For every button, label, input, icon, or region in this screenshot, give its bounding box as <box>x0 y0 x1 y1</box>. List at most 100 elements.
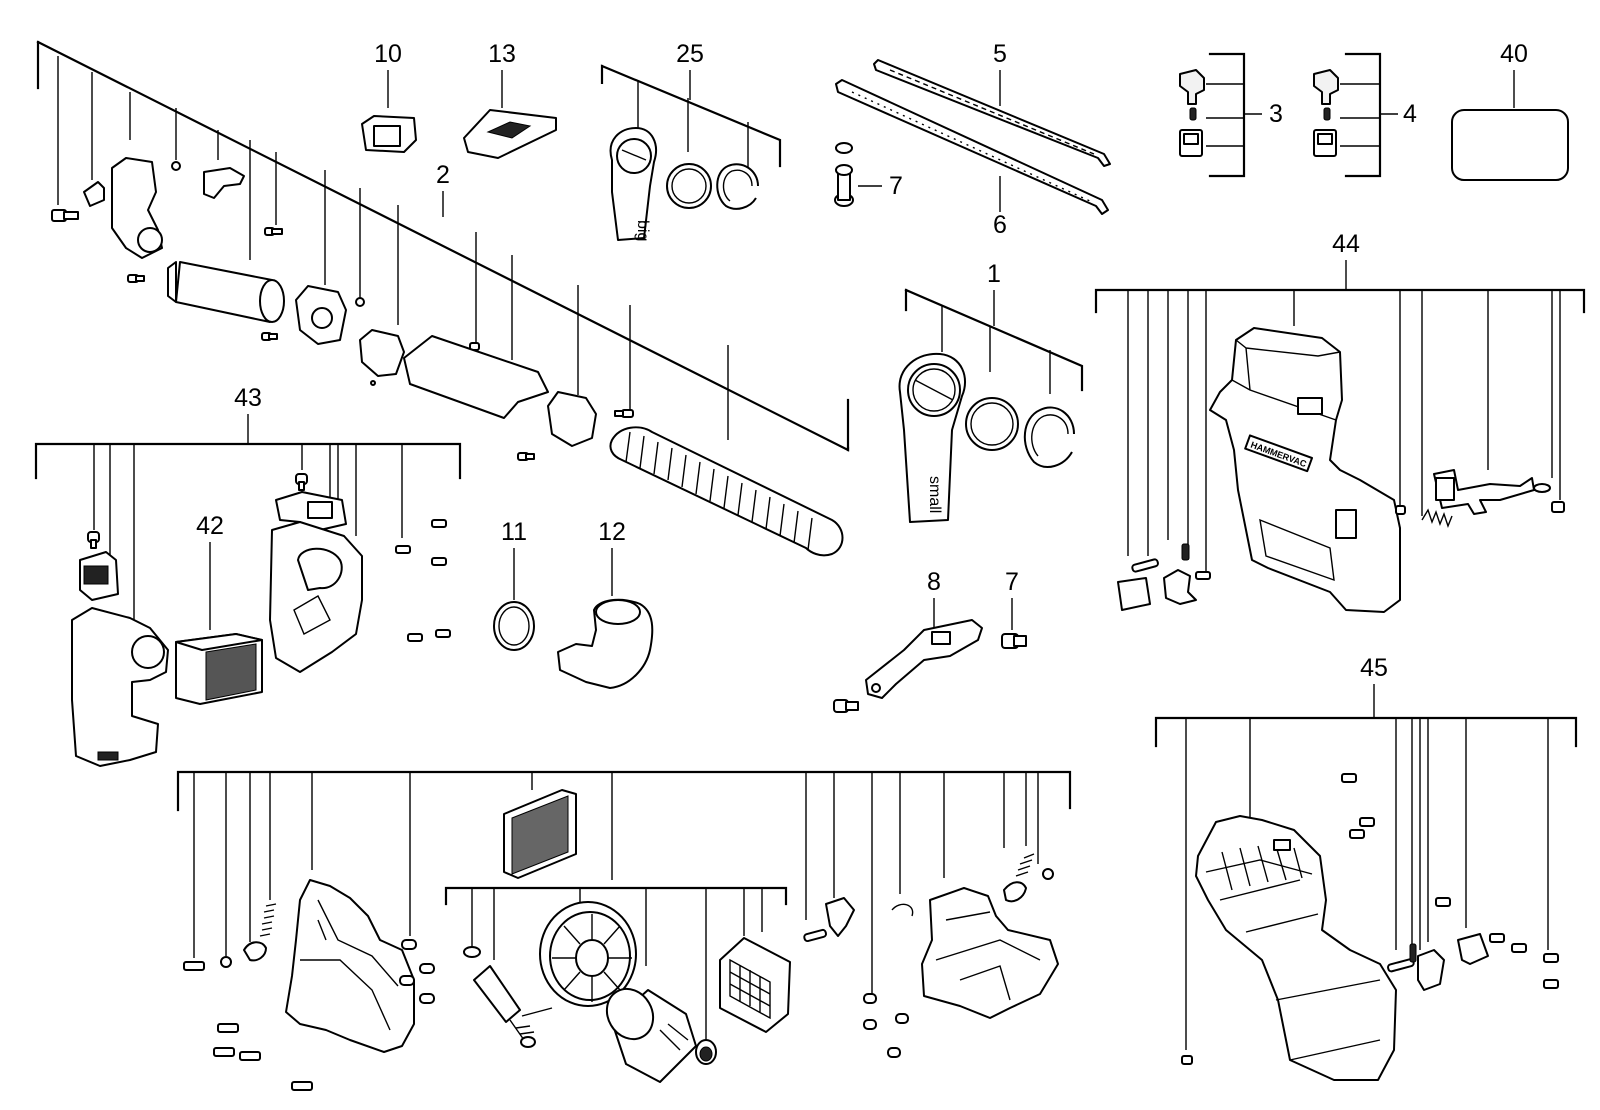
screw-icon <box>1511 943 1527 953</box>
screw-icon <box>1181 1055 1193 1065</box>
pin-part <box>895 1013 909 1024</box>
group-1-small-adapter: 1 small <box>898 260 1084 523</box>
screw-icon <box>1551 501 1565 513</box>
motor-part <box>605 987 697 1083</box>
pin-part <box>1131 558 1159 573</box>
latch-part <box>83 181 105 207</box>
screw-icon <box>183 961 205 971</box>
label-6: 6 <box>993 211 1007 239</box>
label-13: 13 <box>488 40 516 68</box>
screw-icon <box>614 409 634 418</box>
corrugated-hose-part <box>609 426 844 557</box>
group-4-latch-kit: 4 <box>1313 52 1417 178</box>
brand-plate-part-13 <box>463 109 557 159</box>
screw-icon <box>1435 897 1451 907</box>
screw-icon <box>239 1051 261 1061</box>
cylinder-tube-part <box>167 261 285 323</box>
screw-icon <box>1543 979 1559 989</box>
seal-ring-part-11 <box>493 601 535 651</box>
group-3-latch-kit: 3 <box>1179 52 1283 178</box>
group-25-big-adapter: 25 big <box>600 40 782 241</box>
hose-clamp-part <box>547 391 597 447</box>
screw-icon <box>291 1081 313 1091</box>
screw-icon <box>264 227 283 236</box>
small-clip-part <box>359 329 405 377</box>
group-44-dust-housing: 44 HAMMERVAC <box>1094 230 1586 613</box>
screw-icon <box>1395 505 1406 515</box>
label-5: 5 <box>993 40 1007 68</box>
clip-part <box>203 167 245 199</box>
label-25: 25 <box>676 40 704 68</box>
screw-icon <box>1195 571 1211 580</box>
strap-part-6 <box>835 79 1109 215</box>
label-small: small <box>926 476 943 513</box>
group-motor-assembly <box>176 770 1072 1091</box>
screw-icon <box>1489 933 1505 943</box>
pin-part <box>419 963 435 974</box>
pin-part <box>401 939 417 950</box>
pin-part <box>863 1019 877 1030</box>
label-11: 11 <box>501 518 527 546</box>
screw-icon <box>1543 953 1559 963</box>
pin-part <box>863 993 877 1004</box>
screw-icon <box>1349 829 1365 839</box>
label-44: 44 <box>1332 230 1360 258</box>
strap-part-5 <box>873 59 1111 167</box>
label-7-mid: 7 <box>1005 568 1019 596</box>
motor-housing-left-part <box>285 879 415 1053</box>
channel-part <box>403 335 549 419</box>
group-45-housing: 45 <box>1154 654 1578 1081</box>
screw-icon <box>295 473 308 491</box>
hepa-filter-part <box>719 937 791 1033</box>
fan-wheel-part <box>539 901 637 1007</box>
pin-part <box>803 928 827 943</box>
group-43-dust-container: 43 <box>34 384 462 767</box>
spring-part <box>1421 508 1453 529</box>
pin-part <box>887 1047 901 1058</box>
screw-icon <box>435 629 451 638</box>
elbow-part-12 <box>557 598 654 689</box>
label-7-top: 7 <box>889 172 903 200</box>
screw-icon <box>1341 773 1357 783</box>
pad-part-10 <box>361 115 417 153</box>
screw-icon <box>261 332 278 341</box>
label-12: 12 <box>598 518 626 546</box>
screw-icon <box>1001 633 1027 649</box>
motor-housing-right-part <box>921 887 1059 1019</box>
label-3: 3 <box>1269 100 1283 128</box>
pin-part-7 <box>834 142 854 207</box>
pin-part <box>419 993 435 1004</box>
screw-icon <box>431 519 447 528</box>
latch-part <box>1163 569 1197 605</box>
filter-part-42 <box>175 633 263 705</box>
label-40: 40 <box>1500 40 1528 68</box>
lever-part-8 <box>865 619 983 699</box>
screw-icon <box>217 1023 239 1033</box>
group-2-assembly: 2 <box>36 40 850 557</box>
screw-icon <box>517 452 535 461</box>
label-10: 10 <box>374 40 402 68</box>
label-2: 2 <box>436 161 450 189</box>
screw-icon <box>1359 817 1375 827</box>
screw-icon <box>407 633 423 642</box>
label-42: 42 <box>196 512 224 540</box>
screw-icon <box>87 531 100 549</box>
label-1: 1 <box>987 260 1001 288</box>
screw-icon <box>833 699 859 713</box>
screw-icon <box>127 274 145 283</box>
label-big: big <box>634 220 651 241</box>
screw-icon <box>431 557 447 566</box>
screw-icon <box>51 209 79 222</box>
label-45: 45 <box>1360 654 1388 682</box>
label-8: 8 <box>927 568 941 596</box>
spring-part <box>243 903 277 962</box>
pin-part <box>399 975 415 986</box>
label-4: 4 <box>1403 100 1417 128</box>
screw-icon <box>213 1047 235 1057</box>
label-plate-part-40 <box>1451 109 1569 181</box>
screw-icon <box>395 545 411 554</box>
mesh-filter-part <box>503 789 577 879</box>
label-43: 43 <box>234 384 262 412</box>
pad-part <box>1117 577 1151 611</box>
